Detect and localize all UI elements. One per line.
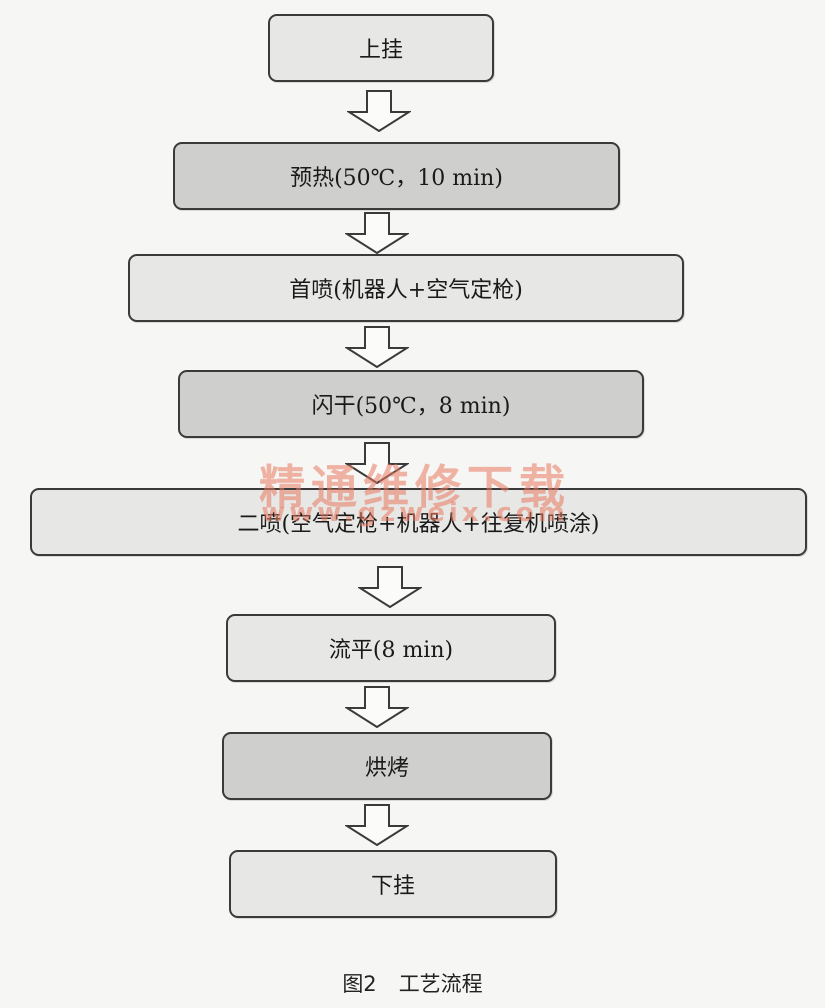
figure-number: 图2: [342, 972, 377, 996]
figure-title: 工艺流程: [398, 972, 483, 996]
step-baking: 烘烤: [222, 732, 552, 800]
down-arrow-icon: [358, 566, 422, 608]
step-hang-up: 上挂: [268, 14, 494, 82]
step-label: 首喷(机器人+空气定枪): [289, 278, 523, 303]
down-arrow-icon: [345, 442, 409, 484]
down-arrow-icon: [345, 326, 409, 368]
down-arrow-icon: [345, 804, 409, 846]
step-label: 二喷(空气定枪+机器人+往复机喷涂): [237, 512, 600, 537]
step-preheat: 预热(50℃，10 min): [173, 142, 620, 210]
step-leveling: 流平(8 min): [226, 614, 556, 682]
step-label: 闪干(50℃，8 min): [311, 394, 511, 419]
step-label: 上挂: [358, 38, 403, 63]
step-second-spray: 二喷(空气定枪+机器人+往复机喷涂): [30, 488, 807, 556]
down-arrow-icon: [347, 90, 411, 132]
down-arrow-icon: [345, 212, 409, 254]
figure-caption: 图2 工艺流程: [0, 968, 825, 998]
step-label: 预热(50℃，10 min): [290, 166, 503, 191]
step-label: 烘烤: [364, 756, 409, 781]
step-flash-dry: 闪干(50℃，8 min): [178, 370, 644, 438]
step-label: 下挂: [370, 874, 415, 899]
step-label: 流平(8 min): [328, 638, 454, 663]
step-first-spray: 首喷(机器人+空气定枪): [128, 254, 684, 322]
down-arrow-icon: [345, 686, 409, 728]
step-hang-down: 下挂: [229, 850, 557, 918]
